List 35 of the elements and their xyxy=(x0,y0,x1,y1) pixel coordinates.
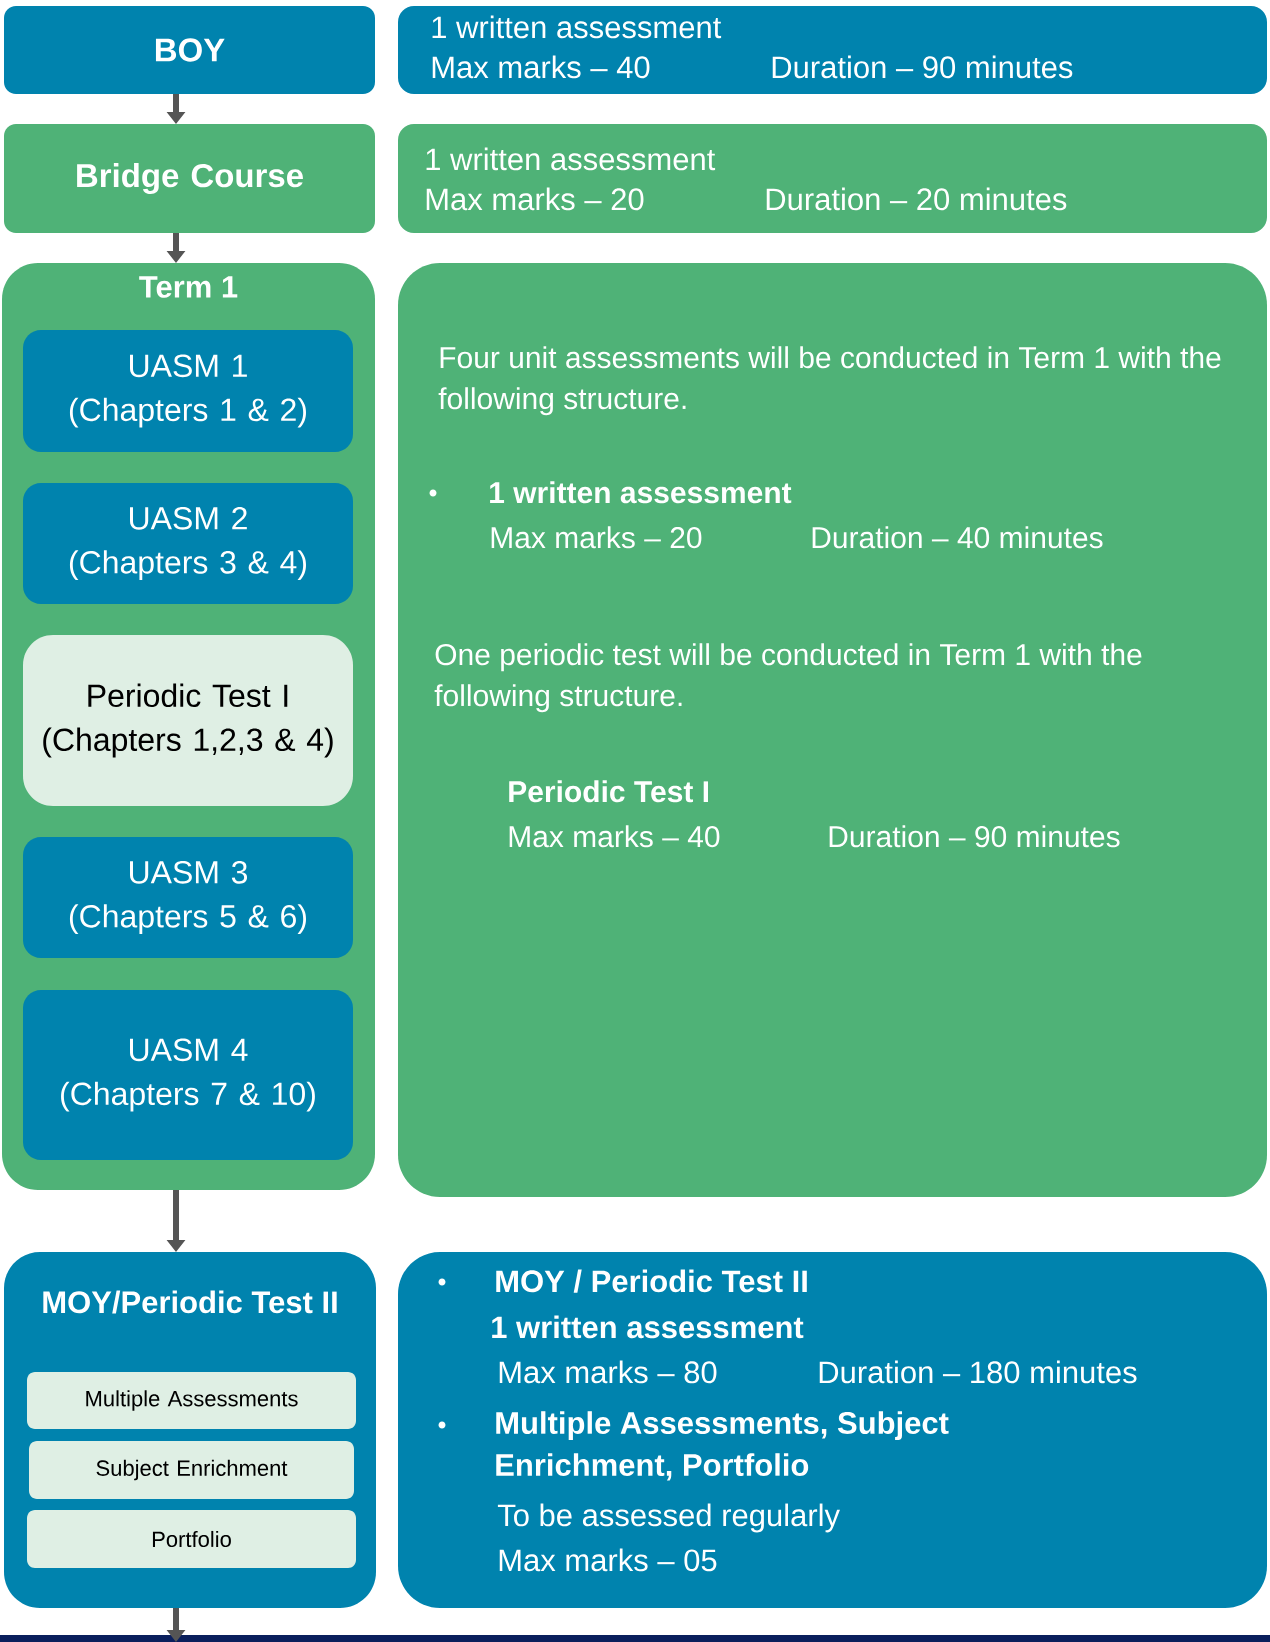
panel-text: Four unit assessments will be conducted in Term 1 with the following structure. xyxy=(438,346,1221,416)
panel-text: Max marks – 20 xyxy=(491,526,702,549)
panel-text: MOY / Periodic Test II xyxy=(496,1269,807,1293)
panel-text: Max marks – 20 xyxy=(426,187,644,211)
panel-text: To be assessed regularly xyxy=(497,1503,840,1533)
panel-text: Max marks – 80 xyxy=(499,1360,717,1384)
test-box: Periodic Test I (Chapters 1,2,3 & 4) xyxy=(23,635,353,806)
panel-text: Multiple Assessments, Subject Enrichment, Portfolio xyxy=(496,1411,949,1481)
panel-text: Duration – 20 minutes xyxy=(766,187,1067,211)
panel-text: One periodic test will be conducted in Term 1 with the following structure. xyxy=(434,643,1142,713)
panel-text: 1 written assessment xyxy=(492,1315,804,1339)
stage-box: Bridge Course xyxy=(4,124,375,233)
panel-text: Duration – 90 minutes xyxy=(829,825,1120,848)
panel-text: 1 written assessment xyxy=(432,15,722,39)
panel-text: 1 written assessment xyxy=(426,147,716,171)
panel-text: Max marks – 05 xyxy=(499,1548,717,1572)
panel-text: Duration – 180 minutes xyxy=(819,1360,1137,1384)
activity-box: Multiple Assessments xyxy=(27,1372,356,1429)
unit-box: UASM 4 (Chapters 7 & 10) xyxy=(23,990,353,1160)
unit-box: UASM 1 (Chapters 1 & 2) xyxy=(23,330,353,452)
info-panel xyxy=(398,263,1267,1197)
activity-box: Portfolio xyxy=(27,1510,356,1568)
panel-text: Duration – 40 minutes xyxy=(812,526,1103,549)
stage-box: BOY xyxy=(4,6,375,94)
panel-text: Max marks – 40 xyxy=(509,825,720,848)
info-panel xyxy=(398,1252,1267,1608)
info-panel xyxy=(398,124,1267,233)
unit-box: UASM 3 (Chapters 5 & 6) xyxy=(23,837,353,958)
info-panel xyxy=(398,6,1267,94)
unit-box: UASM 2 (Chapters 3 & 4) xyxy=(23,483,353,604)
panel-text: Periodic Test I xyxy=(509,780,709,803)
activity-box: Subject Enrichment xyxy=(29,1441,354,1499)
panel-text: 1 written assessment xyxy=(490,481,792,504)
panel-text: Max marks – 40 xyxy=(432,55,650,79)
panel-text: Duration – 90 minutes xyxy=(772,55,1073,79)
